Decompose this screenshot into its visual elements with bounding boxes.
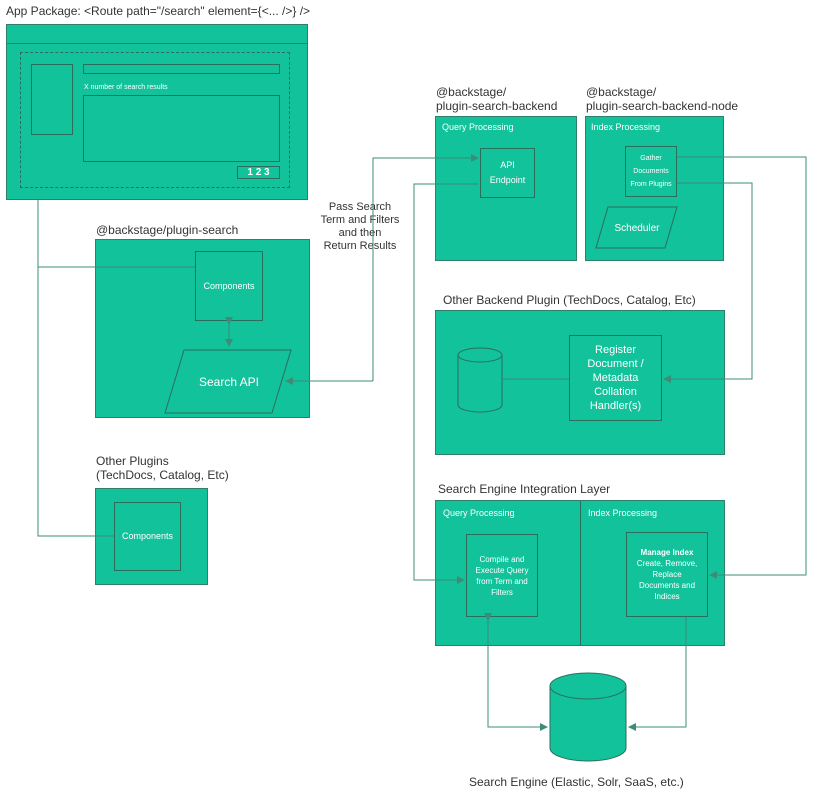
connector-to-compile-query [413,183,478,584]
register-line: Metadata [592,372,639,384]
plugin-search-title: @backstage/plugin-search [96,223,239,237]
compile-line: Compile and [479,554,525,564]
api-endpoint-line2: Endpoint [489,175,526,185]
app-package-title: App Package: <Route path="/search" eleme… [6,4,311,18]
register-handler-box: Register Document / Metadata Collation H… [569,335,662,421]
register-line: Handler(s) [589,400,642,412]
pagination: 1 2 3 [237,166,280,179]
scheduler-shape [595,206,678,249]
search-backend-title-1: @backstage/ [436,85,507,99]
integration-layer-title: Search Engine Integration Layer [438,482,611,496]
other-backend-title: Other Backend Plugin (TechDocs, Catalog,… [443,293,696,307]
search-engine-label: Search Engine (Elastic, Solr, SaaS, etc.… [469,775,684,789]
manage-line: Replace [652,570,682,579]
api-endpoint-line1: API [500,160,515,170]
connector-to-register-handler [663,182,753,383]
route-dashed-region [20,52,290,188]
compile-query-box: Compile and Execute Query from Term and … [466,534,538,617]
pagination-numbers: 1 2 3 [247,167,270,178]
components-box: Components [195,251,263,321]
integration-query-section: Query Processing [443,508,515,518]
api-endpoint-box: API Endpoint [480,148,535,198]
integration-divider [580,501,581,645]
manage-line: Documents and [638,581,696,590]
connector-query-engine [484,613,548,731]
gather-line: From Plugins [630,181,672,188]
other-components-label: Components [121,531,174,541]
manage-index-title: Manage Index [640,548,694,557]
compile-line: Execute Query [475,565,529,575]
search-api-shape [164,349,292,414]
connector-to-api-endpoint [372,154,479,381]
other-components-box: Components [114,502,181,571]
integration-index-section: Index Processing [588,508,658,518]
connector-index-engine [628,617,687,731]
components-label: Components [203,280,255,291]
sidebar-placeholder [31,64,73,135]
backend-node-title-2: plugin-search-backend-node [586,99,739,113]
register-line: Collation [594,386,637,398]
manage-line: Create, Remove, [636,559,698,568]
pass-search-line: Return Results [323,240,397,252]
manage-index-box: Manage Index Create, Remove, Replace Doc… [626,532,708,617]
app-package-header-divider [7,43,307,44]
connector-to-manage-index [677,156,807,579]
register-line: Document / [587,358,644,370]
results-list-placeholder [83,95,280,162]
connector-app-to-other-components [37,200,114,537]
compile-line: Filters [491,587,513,597]
search-engine-database-icon [549,672,627,762]
pass-search-line: Pass Search [328,201,392,213]
pass-search-line: Term and Filters [320,214,400,226]
search-api-label: Search API [198,374,260,389]
scheduler-label: Scheduler [614,222,660,234]
gather-line: Gather [640,155,662,162]
backend-node-section: Index Processing [591,122,661,132]
scheduler: Scheduler [595,206,679,250]
backend-node-title-1: @backstage/ [586,85,657,99]
pass-search-line: and then [338,227,382,239]
compile-line: from Term and [476,576,528,586]
other-plugins-title-2: (TechDocs, Catalog, Etc) [96,468,229,482]
register-line: Register [595,344,636,356]
search-backend-title-2: plugin-search-backend [436,99,558,113]
search-api: Search API [164,349,294,415]
other-backend-database-icon [457,347,503,413]
pass-search-note: Pass Search Term and Filters and then Re… [318,201,402,253]
search-bar-placeholder [83,64,280,74]
search-backend-section: Query Processing [442,122,514,132]
gather-documents-box: Gather Documents From Plugins [625,146,677,197]
results-count-text: X number of search results [84,84,168,91]
manage-line: Indices [654,592,680,601]
gather-line: Documents [633,168,669,175]
other-plugins-title-1: Other Plugins [96,454,169,468]
